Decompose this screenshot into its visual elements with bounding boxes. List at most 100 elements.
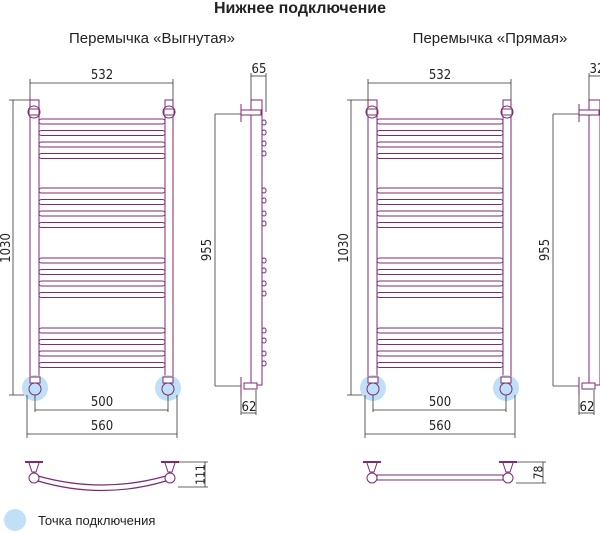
connection-point-icon [155,375,181,401]
towel-bar [376,257,504,264]
towel-bar [376,141,504,148]
wall-bracket-bottom [581,382,596,390]
bottom-nut-icon [367,376,379,384]
top-plug-icon [163,108,175,116]
towel-bar [376,222,504,228]
top-view-curved-bridge [37,480,167,492]
towel-bar [38,141,166,148]
side-bar-end [261,267,267,274]
dimension-label-side-depth: 32 [590,62,600,77]
towel-bar [38,280,166,287]
left-rail [367,99,378,386]
right-rail [502,99,512,386]
dimension-label-width-top: 532 [91,68,113,83]
towel-bar [376,187,504,194]
towel-bar [376,350,504,357]
dimension-label-height: 1030 [337,233,352,263]
wall-bracket-top [578,109,600,116]
side-bar-end [261,220,267,227]
side-bar-end [261,150,267,157]
bottom-nut-icon [500,376,512,384]
connection-point-icon [493,375,519,401]
towel-bar [38,222,166,228]
towel-bar [376,153,504,159]
top-view-connector [502,472,514,484]
towel-bar [376,130,504,136]
towel-bar [38,257,166,264]
side-bar-end [261,257,267,264]
towel-bar [38,210,166,217]
top-view-bracket [502,462,514,473]
side-bar-end [261,119,267,126]
towel-bar [38,339,166,345]
variant-subtitle: Перемычка «Выгнутая» [69,30,235,47]
bottom-nut-icon [162,376,174,384]
right-rail [164,99,174,386]
side-bar-end [261,360,267,367]
dimension-label-width-bottom: 560 [91,419,113,434]
towel-bar [376,292,504,298]
top-view-bracket [164,462,176,473]
side-bar-end [261,350,267,357]
top-plug-icon [28,108,40,116]
dimension-label-depth-bottom: 78 [532,466,546,480]
towel-bar [38,153,166,159]
towel-bar [38,327,166,334]
dimension-label-width-top: 532 [429,68,451,83]
towel-bar [38,199,166,205]
side-bar-end [261,129,267,136]
wall-bracket-top [240,109,262,116]
side-bar-end [261,210,267,217]
top-plug-icon [366,108,378,116]
towel-bar [376,362,504,368]
dimension-label-wall-offset: 62 [580,400,595,415]
towel-bar [38,362,166,368]
legend-label: Точка подключения [38,513,155,528]
towel-bar [376,327,504,334]
top-view-curved-bridge [37,475,167,486]
side-bar-end [261,337,267,344]
towel-bar [38,118,166,125]
top-view-connector [366,472,378,484]
dimension-label-depth-bottom: 111 [194,464,208,485]
towel-bar [38,130,166,136]
variant-straight: Перемычка «Прямая»5321030500560329556278 [337,30,600,484]
side-bar-end [261,290,267,297]
side-rail [250,99,263,386]
dimension-label-side-depth: 65 [252,62,267,77]
dimension-label-width-bottom: 560 [429,419,451,434]
dimension-label-side-height: 955 [538,239,553,261]
top-view-straight-bridge [376,474,504,481]
towel-bar [38,269,166,275]
bottom-nut-icon [29,376,41,384]
towel-bar [38,292,166,298]
towel-bar [38,350,166,357]
variant-curved: Перемычка «Выгнутая» 532 1030 500 560 65 955 62… [0,30,267,492]
top-view-bracket [28,462,40,473]
side-bar-end [261,197,267,204]
dimension-label-axis: 500 [91,395,113,410]
side-bar-end [261,187,267,194]
top-plug-icon [501,108,513,116]
wall-bracket-bottom [243,382,258,390]
page-title: Нижнее подключение [214,0,386,17]
towel-bar [376,339,504,345]
towel-bar [376,280,504,287]
dimension-label-height: 1030 [0,233,14,263]
connection-point-icon [22,375,48,401]
towel-bar [376,118,504,125]
towel-bar [38,187,166,194]
towel-bar [376,269,504,275]
side-bar-end [261,327,267,334]
connection-point-legend-icon [4,509,26,531]
dimension-label-axis: 500 [429,395,451,410]
dimension-label-wall-offset: 62 [242,400,257,415]
towel-bar [376,199,504,205]
top-view-bracket [366,462,378,473]
side-bar-end [261,140,267,147]
side-bar-end [261,280,267,287]
top-view-connector [28,472,40,484]
left-rail [29,99,40,386]
dimension-label-side-height: 955 [200,239,215,261]
